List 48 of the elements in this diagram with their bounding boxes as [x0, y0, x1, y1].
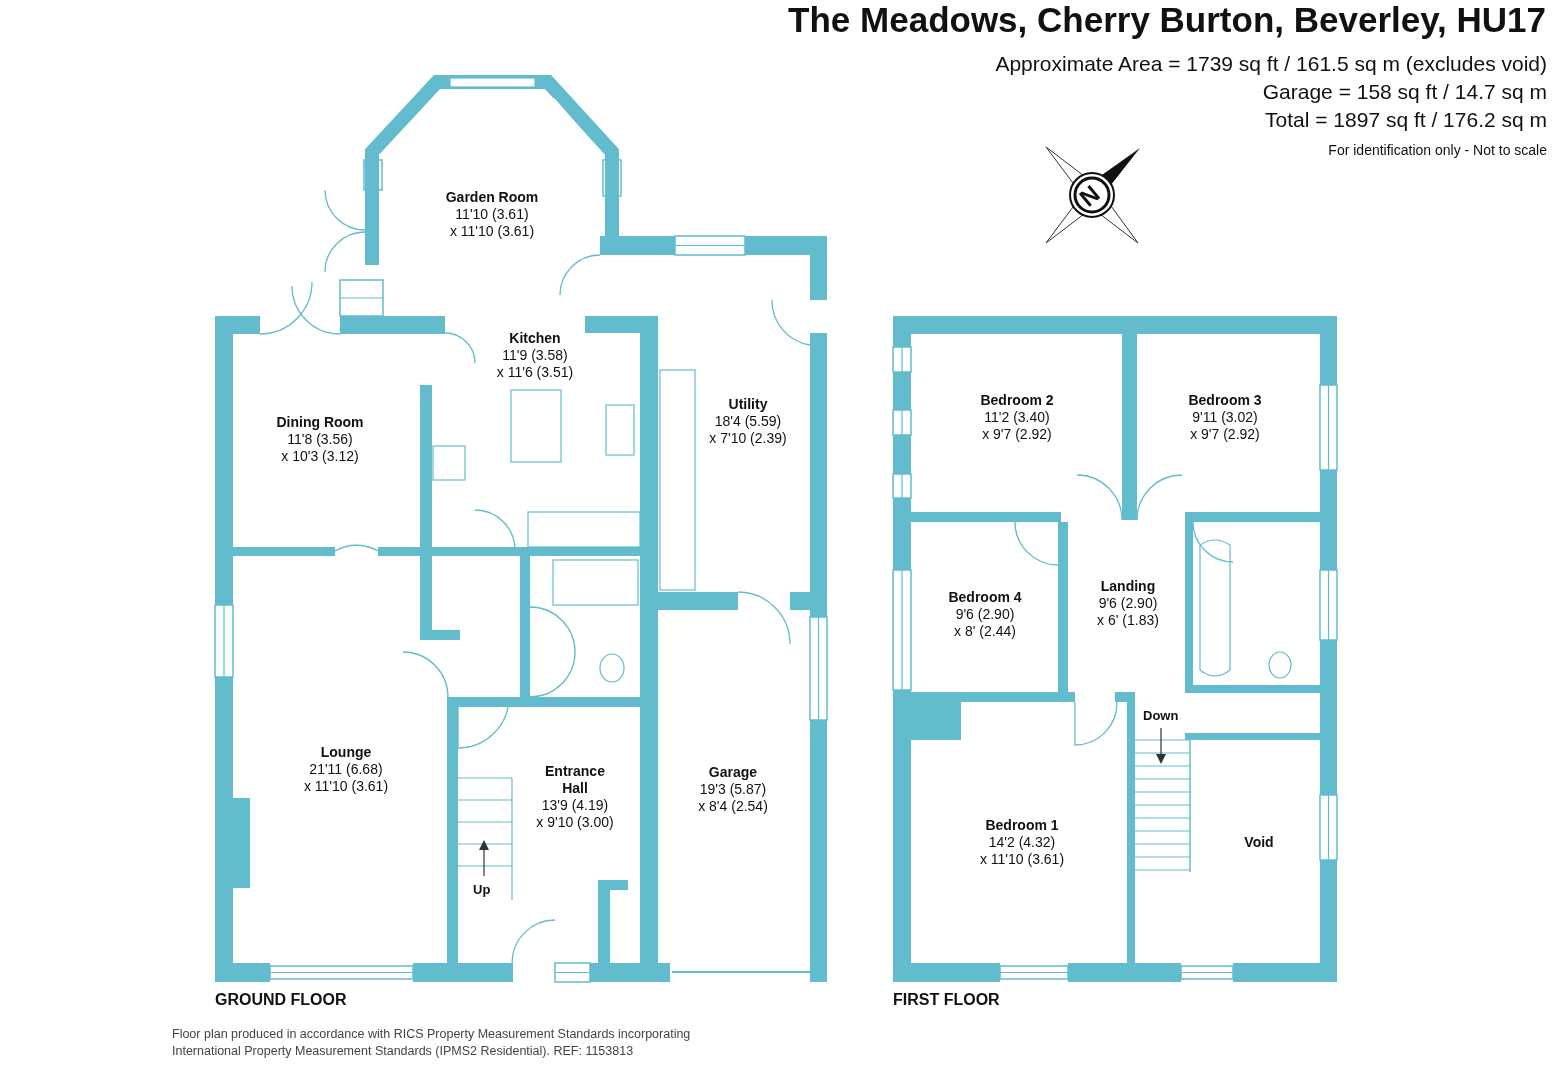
room-dimensions: 19'3 (5.87) — [698, 781, 768, 798]
room-dimensions: 13'9 (4.19) — [540, 797, 610, 814]
room-dimensions: x 9'7 (2.92) — [981, 426, 1053, 443]
room-dimensions: 14'2 (4.32) — [987, 834, 1057, 851]
room-dimensions: 11'10 (3.61) — [454, 206, 530, 223]
room-dimensions: x 11'10 (3.61) — [303, 778, 389, 795]
floor-label: FIRST FLOOR — [893, 991, 1000, 1009]
room-name: Lounge — [319, 744, 373, 761]
room-dimensions: x 11'10 (3.61) — [979, 851, 1065, 868]
area-summary: Total = 1897 sq ft / 176.2 sq m — [1265, 108, 1547, 132]
room-dimensions: 9'11 (3.02) — [1191, 409, 1259, 426]
room-name: Bedroom 2 — [980, 392, 1054, 409]
room-name: Utility — [727, 396, 769, 413]
room-name: Garage — [707, 764, 759, 781]
room-dimensions: 9'6 (2.90) — [954, 606, 1016, 623]
scale-note: For identification only - Not to scale — [1328, 142, 1547, 158]
room-name: Garden Room — [445, 189, 539, 206]
room-dimensions: x 9'7 (2.92) — [1189, 426, 1261, 443]
room-name: Bedroom 1 — [984, 817, 1060, 834]
stair-label: Up — [473, 882, 491, 897]
stair-label: Down — [1143, 708, 1179, 723]
room-name: Void — [1244, 834, 1274, 851]
room-dimensions: 9'6 (2.90) — [1097, 595, 1159, 612]
room-name: Dining Room — [276, 414, 364, 431]
room-name: Bedroom 3 — [1188, 392, 1262, 409]
room-dimensions: x 11'10 (3.61) — [448, 223, 536, 240]
room-name: Kitchen — [508, 330, 562, 347]
north-label: N — [1074, 179, 1106, 213]
room-dimensions: x 10'3 (3.12) — [280, 448, 360, 465]
room-dimensions: 11'2 (3.40) — [983, 409, 1051, 426]
room-dimensions: x 8'4 (2.54) — [698, 798, 768, 815]
room-dimensions: x 7'10 (2.39) — [709, 430, 787, 447]
room-dimensions: 11'8 (3.56) — [286, 431, 354, 448]
room-dimensions: x 8' (2.44) — [953, 623, 1017, 640]
room-dimensions: 21'11 (6.68) — [308, 761, 384, 778]
room-dimensions: x 6' (1.83) — [1097, 612, 1159, 629]
area-summary: Garage = 158 sq ft / 14.7 sq m — [1262, 80, 1547, 104]
area-summary: Approximate Area = 1739 sq ft / 161.5 sq m (excludes void) — [995, 52, 1547, 76]
room-dimensions: 18'4 (5.59) — [713, 413, 783, 430]
room-name: Entrance Hall — [544, 763, 606, 797]
room-name: Landing — [1099, 578, 1157, 595]
plan-title: The Meadows, Cherry Burton, Beverley, HU17 — [788, 0, 1546, 40]
room-dimensions: 11'9 (3.58) — [501, 347, 569, 364]
room-dimensions: x 9'10 (3.00) — [535, 814, 615, 831]
room-name: Bedroom 4 — [948, 589, 1022, 606]
floor-label: GROUND FLOOR — [215, 991, 347, 1009]
footer-note: Floor plan produced in accordance with RICS Property Measurement Standards incorporating International Property Measurement Standards (IPMS2 Residential). REF: 1153813 — [172, 1026, 692, 1059]
room-dimensions: x 11'6 (3.51) — [496, 364, 574, 381]
